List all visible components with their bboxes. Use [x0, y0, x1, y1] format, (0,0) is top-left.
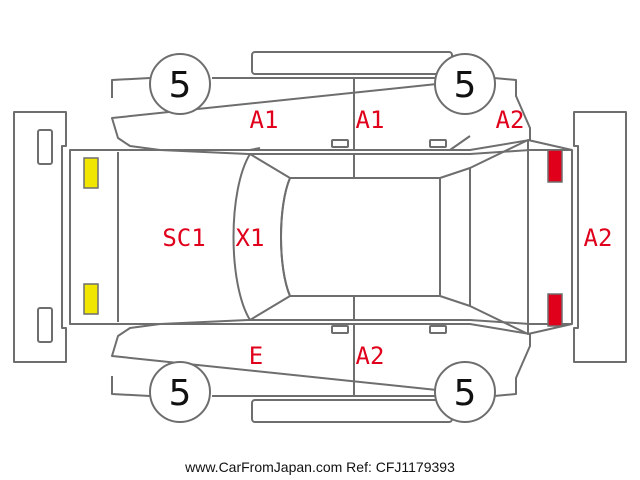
rear-window: [439, 167, 471, 307]
top-view-body: [69, 149, 573, 325]
front-left-door-code: A1: [250, 106, 279, 134]
front-right-tire-label: 5: [169, 373, 192, 414]
hood-code: SC1: [162, 224, 205, 252]
roof: [280, 177, 441, 297]
rear-left-tire-label: 5: [454, 65, 477, 106]
trunk-panel: [469, 139, 573, 335]
front-left-tire: [149, 53, 211, 115]
rear-right-door-code: A2: [356, 342, 385, 370]
left-side-body: [111, 77, 531, 151]
rear-left-quarter-code: A2: [496, 106, 525, 134]
front-right-fender-code: E: [249, 342, 263, 370]
rear-bumper: [573, 111, 627, 363]
rear-bumper-code: A2: [584, 224, 613, 252]
rear-right-tire: [434, 361, 496, 423]
front-right-tire: [149, 361, 211, 423]
left-roof-rail: [251, 51, 453, 75]
front-bumper-right-slot: [37, 307, 53, 343]
front-left-tire-label: 5: [169, 65, 192, 106]
windshield-code: X1: [236, 224, 265, 252]
rear-right-tire-label: 5: [454, 373, 477, 414]
front-bumper-left-slot: [37, 129, 53, 165]
left-taillight: [547, 149, 563, 183]
front-bumper: [13, 111, 67, 363]
right-front-handle: [331, 325, 349, 334]
left-headlight: [83, 157, 99, 189]
rear-left-tire: [434, 53, 496, 115]
right-side-body: [111, 323, 531, 397]
rear-left-door-code: A1: [356, 106, 385, 134]
right-taillight: [547, 293, 563, 327]
right-rear-handle: [429, 325, 447, 334]
left-window-line: [249, 135, 471, 151]
left-rear-handle: [429, 139, 447, 148]
right-headlight: [83, 283, 99, 315]
footer-reference: www.CarFromJapan.com Ref: CFJ1179393: [184, 459, 455, 475]
left-front-handle: [331, 139, 349, 148]
right-roof-rail: [251, 399, 453, 423]
